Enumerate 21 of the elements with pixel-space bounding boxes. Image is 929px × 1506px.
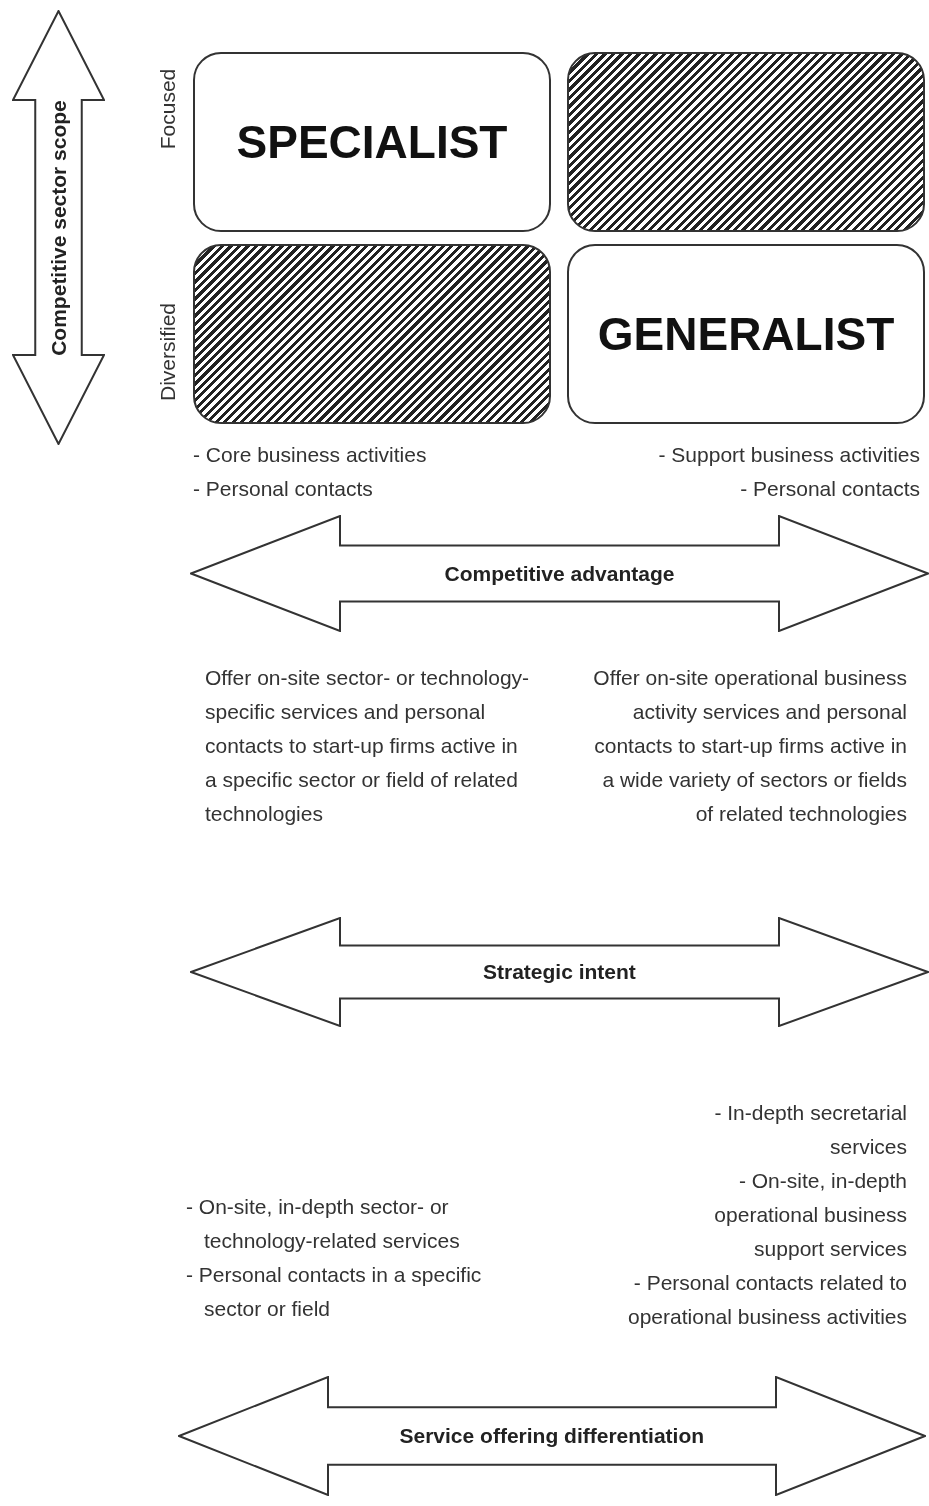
bullet-item: - Personal contacts — [739, 476, 920, 502]
bullet-item: - On-site, in-depth operational business support services — [713, 1168, 907, 1262]
bullet-item: - Personal contacts related to operational business activities — [627, 1270, 907, 1330]
hatched-box — [193, 244, 551, 424]
quadrant-box: SPECIALIST — [193, 52, 551, 232]
description-text: Offer on-site sector- or technology-specific services and personal contacts to start-up firms active in a specific sector or field of related technologies — [205, 665, 531, 827]
bullet-item: - In-depth secretarial services — [713, 1100, 907, 1160]
hatched-box — [567, 52, 925, 232]
bullet-item: - Support business activities — [657, 442, 920, 468]
bullet-item: - Personal contacts in a specific sector or field — [186, 1262, 483, 1322]
quadrant-box: GENERALIST — [567, 244, 925, 424]
axis-label: Diversified — [155, 302, 180, 403]
bullet-item: - On-site, in-depth sector- or technology-related services — [186, 1194, 461, 1254]
description-text: Offer on-site operational business activity services and personal contacts to start-up firms active in a wide variety of sectors or fields of related technologies — [592, 665, 907, 827]
arrow-label: Competitive advantage — [444, 561, 675, 586]
arrow-label: Strategic intent — [483, 960, 636, 984]
arrow-label: Competitive sector scope — [46, 99, 71, 356]
bullet-item: - Personal contacts — [193, 476, 374, 502]
axis-label: Focused — [155, 67, 180, 152]
bullet-item: - Core business activities — [193, 442, 428, 468]
arrow-label: Service offering differentiation — [399, 1424, 705, 1448]
